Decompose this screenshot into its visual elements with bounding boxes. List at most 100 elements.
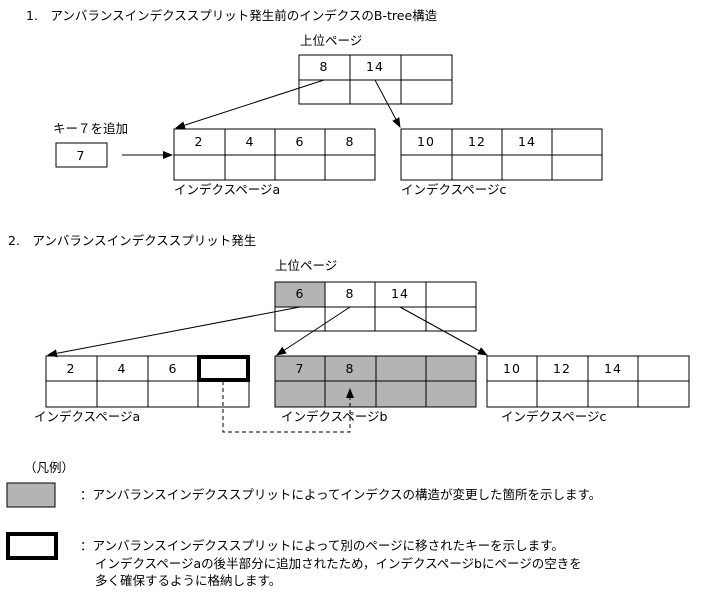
section2-page-b: 7 8: [274, 355, 477, 408]
section1-page-c: 10 12 14: [400, 128, 603, 181]
page-cell: [173, 154, 226, 181]
page-cell-changed: [425, 380, 477, 408]
page-cell: [637, 380, 690, 408]
page-cell: [324, 128, 376, 156]
page-cell: [374, 281, 427, 308]
pointer-arrow: [47, 306, 301, 358]
section2-page-a: 2 4 6: [45, 355, 250, 408]
pointer-arrow: [374, 79, 401, 128]
key-cell: 8: [346, 134, 355, 149]
page-cell: [374, 306, 427, 332]
key-cell: 7: [296, 361, 305, 376]
key-cell: 14: [518, 134, 536, 149]
key-cell: 2: [195, 134, 204, 149]
key-cell: 8: [346, 286, 355, 301]
page-cell: [324, 281, 376, 308]
key-cell: 8: [346, 361, 355, 376]
key-cell: 6: [296, 134, 305, 149]
page-cell: [451, 154, 503, 181]
section2-page-c: 10 12 14: [486, 355, 690, 408]
page-cell: [400, 54, 453, 81]
page-cell: [425, 306, 477, 332]
key-cell: 6: [169, 361, 178, 376]
page-cell-changed: [274, 355, 326, 382]
section1-page-a-label: インデクスページa: [174, 182, 280, 197]
page-cell: [45, 355, 98, 382]
section1-page-a: 2 4 6 8: [173, 128, 376, 181]
page-cell: [486, 355, 538, 382]
key-cell: 14: [391, 286, 409, 301]
page-cell-changed: [375, 380, 427, 408]
page-cell-changed: [425, 355, 477, 382]
key-cell: 14: [604, 361, 622, 376]
page-cell: [324, 154, 376, 181]
page-cell: [349, 79, 402, 105]
key-cell: 12: [468, 134, 486, 149]
key-cell: 10: [503, 361, 521, 376]
section1-page-c-label: インデクスページc: [401, 182, 507, 197]
key-cell: 6: [296, 286, 305, 301]
moved-key-path: [222, 381, 351, 433]
page-cell: [224, 154, 276, 181]
page-cell: [96, 380, 149, 408]
section1-upper-page-label: 上位ページ: [300, 33, 362, 48]
add-key-label: キー７を追加: [53, 121, 128, 136]
page-cell: [451, 128, 503, 156]
page-cell: [587, 380, 639, 408]
section2-page-c-label: インデクスページc: [501, 409, 607, 424]
page-cell: [486, 380, 538, 408]
section2-page-b-label: インデクスページb: [281, 409, 388, 424]
pointer-arrow: [175, 79, 325, 130]
page-cell: [400, 79, 453, 105]
page-cell: [298, 54, 351, 81]
page-cell-changed: [274, 380, 326, 408]
page-cell: [501, 154, 553, 181]
section2-upper-page-label: 上位ページ: [275, 258, 337, 273]
page-cell-changed: [324, 380, 377, 408]
moved-key-arrowhead: [346, 388, 354, 398]
section2-heading: 2. アンバランスインデクススプリット発生: [8, 233, 256, 248]
page-cell: [501, 128, 553, 156]
legend-bold-desc-line3: 多く確保するように格納します。: [95, 573, 281, 588]
section1-upper-page: 8 14: [298, 54, 453, 105]
page-cell: [147, 355, 199, 382]
pointer-arrow: [399, 306, 488, 356]
pointer-arrow: [276, 306, 351, 356]
add-key-box: [55, 142, 108, 168]
page-cell: [637, 355, 690, 382]
moved-key-slot: [197, 355, 250, 382]
page-cell: [96, 355, 149, 382]
key-cell: 12: [553, 361, 571, 376]
section1-heading: 1. アンバランスインデクススプリット発生前のインデクスのB-tree構造: [26, 8, 438, 23]
page-cell: [324, 306, 376, 332]
page-cell: [551, 128, 603, 156]
page-cell: [274, 154, 326, 181]
page-cell: [536, 380, 589, 408]
section2-upper-page: 6 8 14: [274, 281, 477, 332]
legend-bold-desc-line2: インデクスページaの後半部分に追加されたため，インデクスページbにページの空きを: [95, 556, 582, 571]
page-cell-changed: [375, 355, 427, 382]
legend-bold-desc-line1: ：アンバランスインデクススプリットによって別のページに移されたキーを示します。: [80, 538, 564, 553]
legend-shaded-desc: ：アンバランスインデクススプリットによってインデクスの構造が変更した箇所を示しま…: [80, 487, 601, 502]
page-cell: [551, 154, 603, 181]
key-cell: 4: [118, 361, 127, 376]
section2-page-a-label: インデクスページa: [34, 409, 140, 424]
page-cell: [587, 355, 639, 382]
page-cell: [425, 281, 477, 308]
legend-shaded-swatch: [6, 482, 56, 508]
key-cell: 8: [320, 59, 329, 74]
page-cell: [45, 380, 98, 408]
key-cell: 10: [417, 134, 435, 149]
page-cell: [147, 380, 199, 408]
page-cell: [536, 355, 589, 382]
key-cell: 4: [246, 134, 255, 149]
legend-title: （凡例）: [24, 460, 74, 475]
page-cell: [298, 79, 351, 105]
key-cell: 2: [67, 361, 76, 376]
page-cell: [349, 54, 402, 81]
legend-bold-swatch: [6, 532, 58, 560]
key-cell: 14: [366, 59, 384, 74]
add-key-value: 7: [77, 148, 86, 163]
page-cell: [400, 154, 453, 181]
